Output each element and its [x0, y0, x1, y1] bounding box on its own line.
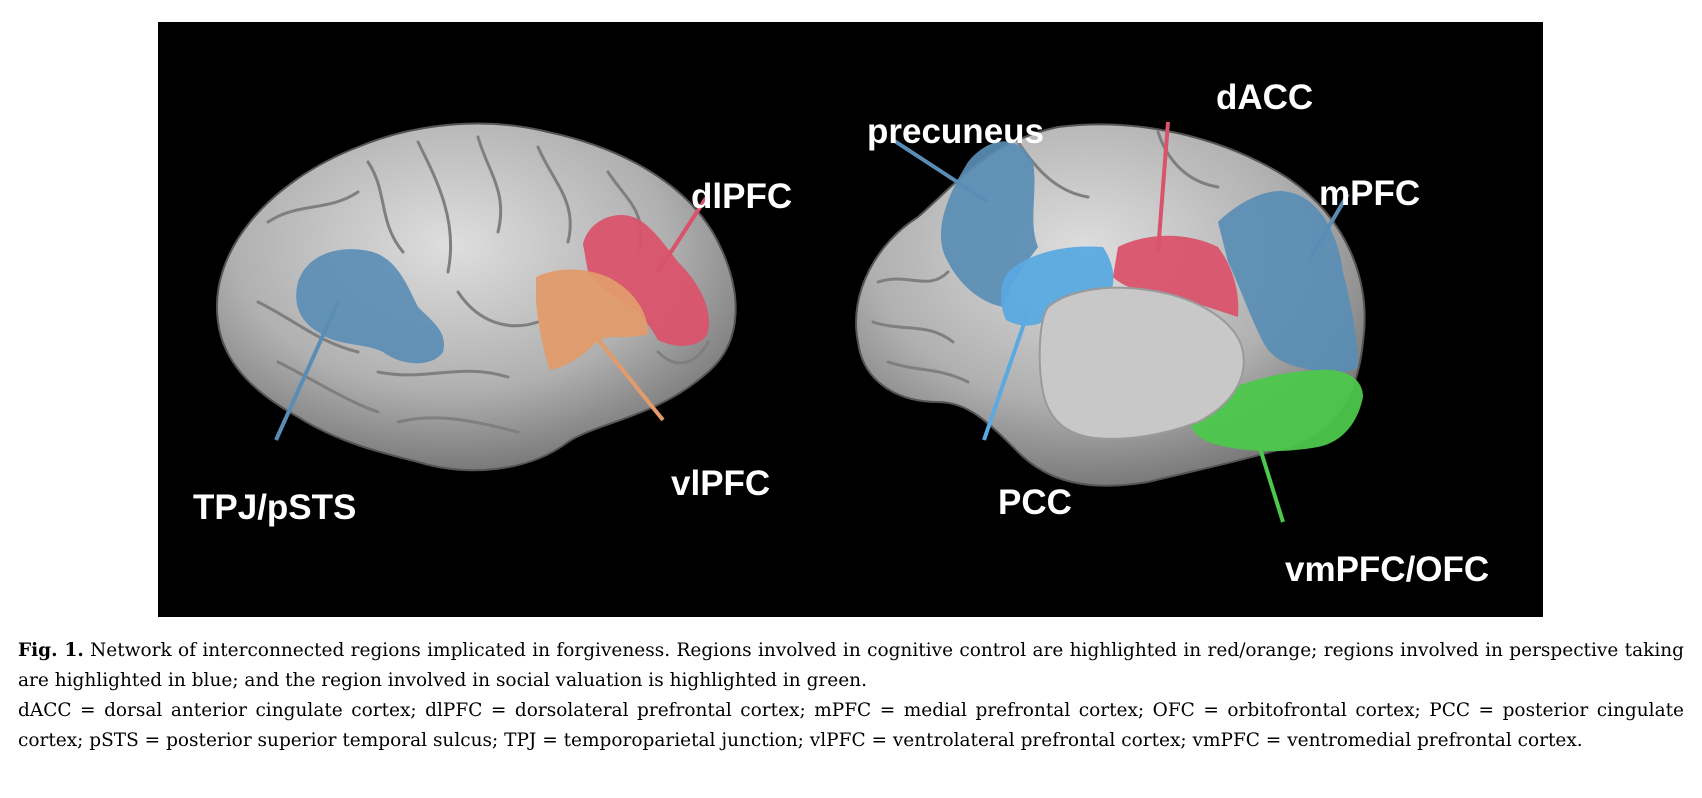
- dlpfc-region: [583, 215, 709, 346]
- brain-illustration: [215, 121, 1366, 523]
- label-dacc: dACC: [1216, 78, 1314, 117]
- dacc-region: [1113, 235, 1239, 317]
- figure-caption: Fig. 1. Network of interconnected region…: [18, 636, 1684, 756]
- pcc-region: [1000, 246, 1114, 326]
- vlpfc-leader: [586, 325, 665, 422]
- lateral-brain-view: [215, 122, 737, 472]
- pcc-leader: [982, 311, 1030, 441]
- medial-brain-view: [855, 121, 1366, 523]
- medial-wall: [1038, 286, 1245, 440]
- label-dlpfc: dlPFC: [691, 177, 793, 216]
- dlpfc-leader: [656, 196, 708, 274]
- precuneus-region: [940, 141, 1038, 307]
- precuneus-leader: [891, 138, 990, 204]
- lateral-cortex: [215, 122, 737, 472]
- label-vlpfc: vlPFC: [671, 464, 771, 503]
- tpj-psts-leader: [274, 301, 340, 441]
- vmpfc-ofc-leader: [1256, 441, 1285, 523]
- figure-number: Fig. 1.: [18, 640, 84, 661]
- label-tpj-psts: TPJ/pSTS: [193, 488, 357, 527]
- brain-figure-panel: TPJ/pSTS dlPFC vlPFC precuneus dACC mPFC…: [158, 22, 1543, 617]
- caption-abbreviations: dACC = dorsal anterior cingulate cortex;…: [18, 700, 1684, 751]
- vlpfc-region: [536, 269, 648, 370]
- dacc-leader: [1156, 121, 1170, 253]
- mpfc-leader: [1306, 192, 1350, 264]
- label-mpfc: mPFC: [1319, 174, 1421, 213]
- label-precuneus: precuneus: [867, 112, 1044, 151]
- tpj-psts-region: [296, 249, 444, 364]
- label-pcc: PCC: [998, 483, 1072, 522]
- caption-text: Network of interconnected regions implic…: [18, 640, 1685, 691]
- label-vmpfc-ofc: vmPFC/OFC: [1285, 550, 1490, 589]
- lateral-sulci: [256, 135, 710, 434]
- caption-main: Fig. 1. Network of interconnected region…: [18, 636, 1684, 696]
